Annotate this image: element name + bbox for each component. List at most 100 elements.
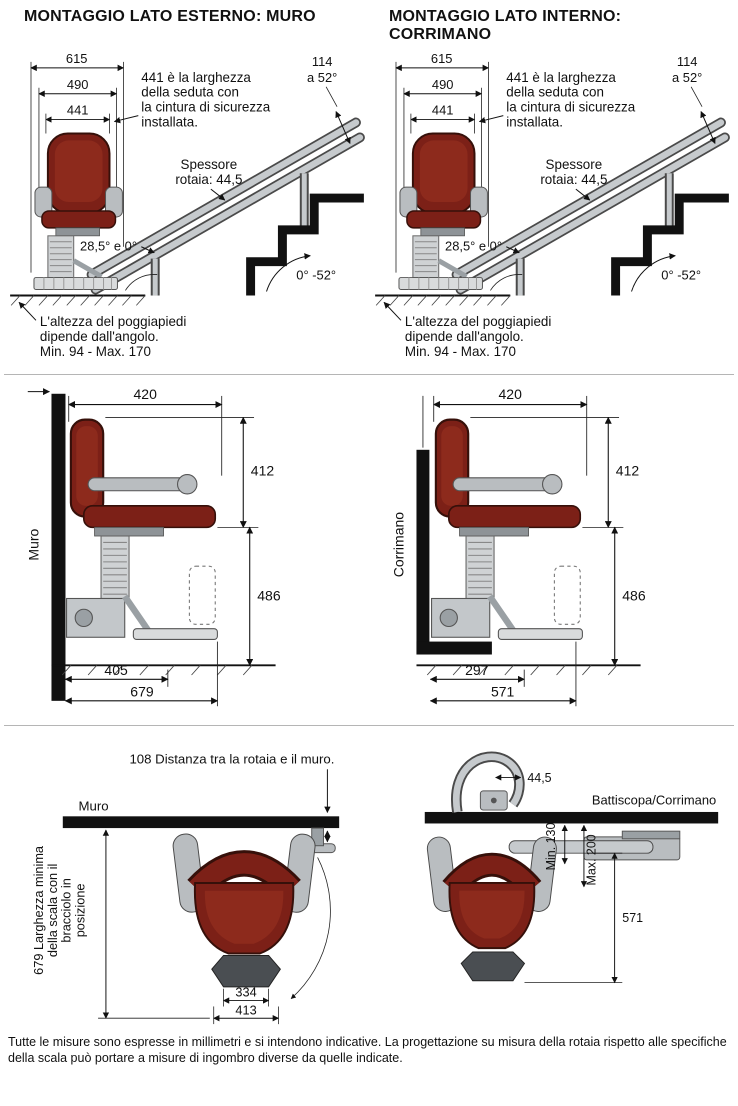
rail [86,117,365,295]
footrest-note: L'altezza del poggiapiedi dipende dall'a… [18,301,186,359]
dim-total-group: 679 [64,641,219,707]
note-line: installata. [506,115,563,130]
stairlift-chair [33,132,123,290]
floor [51,664,276,676]
page-footer: Tutte le misure sono espresse in millime… [8,1035,727,1066]
note-line: Min. 94 - Max. 170 [40,344,151,359]
stairlift-side-diagram: 615 490 441 [10,51,365,359]
wall-label: Muro [78,798,108,813]
diagram-title: MONTAGGIO LATO ESTERNO: MURO [24,8,316,25]
skirting-label: Battiscopa/Corrimano [592,792,716,807]
note-line: della seduta con [506,85,604,100]
dim-679-vertical [98,829,210,1019]
note-line: la cintura di sicurezza [141,100,270,115]
rail-posts [150,173,309,296]
angle-low-note: 28,5° e 0° [445,239,523,291]
dim-max-group: Max. 200 [580,824,598,888]
dim-615: 615 [431,51,453,66]
dim-334: 334 [235,985,256,1000]
note-line: 441 è la larghezza [141,70,251,85]
angle-low-label: 28,5° e 0° [445,239,502,254]
note-line: 441 è la larghezza [506,70,616,85]
dim-412-group: 412 [470,416,639,529]
dim-420: 420 [499,386,523,402]
angle-range-note: 0° -52° [266,253,336,292]
dim-front-group: 297 [429,662,525,687]
dim-114-group: 114 a 52° [672,54,716,145]
dim-490: 490 [432,77,454,92]
section-side-view: Muro 420 [4,374,734,717]
rail [451,117,730,295]
note-line: rotaia: 44,5 [540,172,607,187]
dim-44-5-group: 44,5 [495,771,552,785]
swivel-arc [290,857,331,999]
dim-front-group: 405 [64,662,169,687]
chair-side-view [66,418,218,640]
note-line: posizione [72,883,87,937]
floor [416,664,641,676]
diagram-topview-wall: 108 Distanza tra la rotaia e il muro. Mu… [4,734,396,1028]
dim-420-group: 420 [68,386,223,476]
dim-total: 571 [491,684,515,700]
chair-top-view [172,833,316,988]
dim-486-group: 486 [611,526,646,666]
dim-max: Max. 200 [584,834,598,885]
dimension-lines [395,64,490,123]
dim-441: 441 [67,103,89,118]
rail-wall-distance-note: 108 Distanza tra la rotaia e il muro. [129,751,334,843]
dim-420: 420 [134,386,158,402]
dim-334-group: 334 [222,985,270,1007]
dim-615: 615 [66,51,88,66]
note-line: Spessore [181,157,238,172]
dim-front: 405 [104,662,128,678]
dim-min: Min. 130 [544,823,558,871]
dim-44-5: 44,5 [527,771,551,785]
diagram-topview-handrail: Battiscopa/Corrimano 44,5 [396,734,722,1028]
note-line: della seduta con [141,85,239,100]
angle-range-label: 0° -52° [661,268,701,283]
ground [10,294,146,306]
angle-52-label: a 52° [307,70,337,85]
note-line: Min. 94 - Max. 170 [405,344,516,359]
dim-486: 486 [257,588,281,604]
dim-490: 490 [67,77,89,92]
dim-420-group: 420 [433,386,588,476]
dim-486: 486 [622,588,646,604]
dimension-lines [30,64,125,123]
note-line: L'altezza del poggiapiedi [405,314,551,329]
dim-total-group: 571 [429,641,577,707]
handrail-corner [416,449,492,655]
section-top-view: 108 Distanza tra la rotaia e il muro. Mu… [4,725,734,1028]
angle-low-note: 28,5° e 0° [80,239,158,291]
min-width-note: 679 Larghezza minima della scala con il … [31,845,87,975]
wall [51,393,66,701]
dim-114: 114 [312,54,333,69]
seat-width-note: 441 è la larghezza della seduta con la c… [113,70,271,130]
stairlift-chair [398,132,488,290]
diagram-title: MONTAGGIO LATO INTERNO: CORRIMANO [389,8,622,44]
note-line: dipende dall'angolo. [405,329,524,344]
rail-thickness-note: Spessore rotaia: 44,5 [175,157,242,201]
angle-range-note: 0° -52° [631,253,701,292]
dim-total: 679 [130,684,154,700]
dim-114-group: 114 a 52° [307,54,351,145]
ground [375,294,511,306]
dim-571: 571 [622,911,643,925]
dim-front: 297 [465,662,489,678]
note-line: rotaia: 44,5 [175,172,242,187]
chair-top-view [426,836,557,982]
angle-low-label: 28,5° e 0° [80,239,137,254]
dim-412: 412 [251,463,275,479]
note-line: 108 Distanza tra la rotaia e il muro. [129,751,334,766]
note-line: 679 Larghezza minima [31,845,46,975]
note-line: L'altezza del poggiapiedi [40,314,186,329]
manual-page: MONTAGGIO LATO ESTERNO: MURO 615 490 441 [4,6,734,1066]
diagram-outer-wall: MONTAGGIO LATO ESTERNO: MURO 615 490 441 [4,6,369,366]
seat-width-note: 441 è la larghezza della seduta con la c… [478,70,636,130]
angle-range-label: 0° -52° [296,268,336,283]
note-line: bracciolo in [59,878,74,942]
side-label: Muro [26,528,42,560]
note-line: Spessore [546,157,603,172]
diagram-sideview-wall: Muro 420 [4,383,369,717]
rail-thickness-note: Spessore rotaia: 44,5 [540,157,607,201]
